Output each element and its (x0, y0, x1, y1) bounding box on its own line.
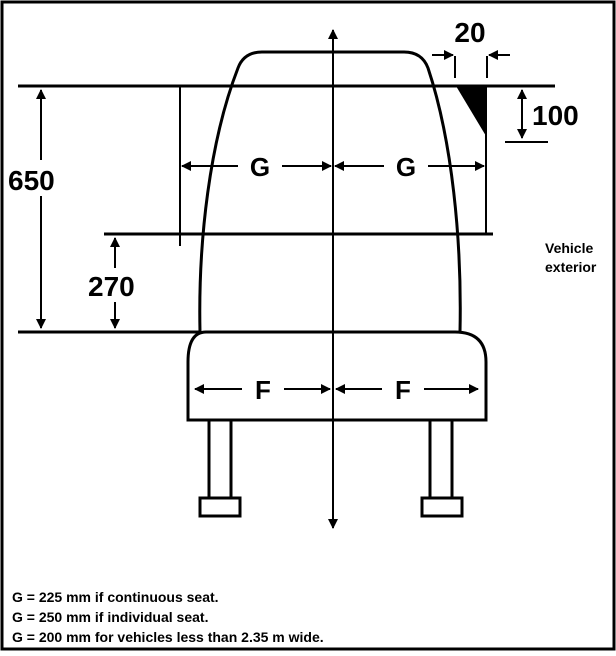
dim-20-label: 20 (454, 17, 485, 48)
seat-cushion (186, 330, 488, 422)
note-continuous-seat: G = 225 mm if continuous seat. (12, 589, 219, 605)
dim-270-label-bg (86, 268, 150, 302)
note-individual-seat: G = 250 mm if individual seat. (12, 609, 208, 625)
f-left-label: F (255, 375, 271, 405)
dim-650-label: 650 (8, 165, 55, 196)
right-foot (420, 496, 464, 518)
vehicle-exterior-label-line2: exterior (545, 259, 597, 275)
f-right-label: F (395, 375, 411, 405)
g-left-label: G (250, 152, 270, 182)
dim-100-label: 100 (532, 100, 579, 131)
seat-legs (198, 418, 464, 518)
vehicle-exterior-label-line1: Vehicle (545, 240, 593, 256)
dim-650-label-bg (6, 160, 76, 196)
g-right-label: G (396, 152, 416, 182)
corner-triangle (456, 86, 486, 136)
left-foot (198, 496, 242, 518)
right-leg (428, 418, 454, 500)
dim-270-label: 270 (88, 271, 135, 302)
left-leg (207, 418, 233, 500)
note-narrow-vehicles: G = 200 mm for vehicles less than 2.35 m… (12, 629, 324, 645)
seat-backrest (198, 50, 462, 333)
